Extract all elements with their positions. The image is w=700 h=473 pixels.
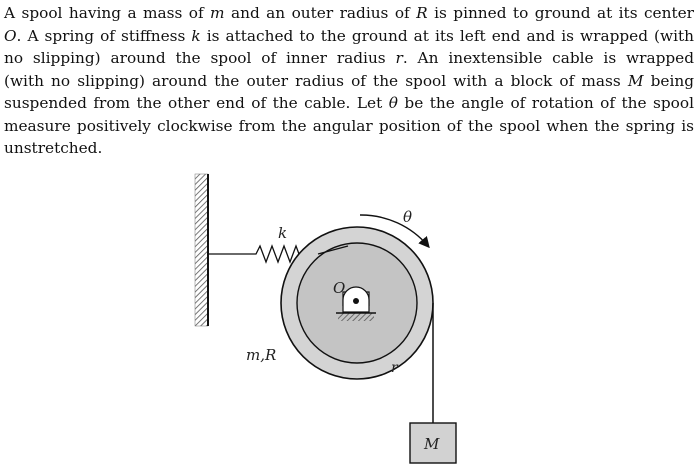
ground-wall-hatch [194, 173, 209, 327]
text-run: (with no slipping) around the outer radi… [4, 71, 628, 90]
text-run: being [643, 71, 694, 90]
text-run: unstretched. [4, 139, 103, 157]
text-run: . An inextensible cable is wrapped [402, 49, 694, 67]
problem-line: suspended from the other end of the cabl… [4, 92, 694, 115]
pin-support-top [342, 286, 370, 306]
text-run: suspended from the other end of the cabl… [4, 94, 389, 112]
label-k: k [278, 224, 287, 242]
pin-center [353, 298, 359, 304]
label-M: M [423, 435, 440, 453]
text-run: measure positively clockwise from the an… [4, 116, 694, 135]
theta-arrow [359, 214, 430, 249]
problem-line: (with no slipping) around the outer radi… [4, 70, 694, 93]
label-r: r [391, 360, 399, 376]
problem-line: no slipping) around the spool of inner r… [4, 47, 694, 70]
text-run: is pinned to ground at its center [427, 4, 694, 22]
math-symbol: m [210, 4, 225, 22]
problem-line: measure positively clockwise from the an… [4, 115, 694, 138]
problem-line: unstretched. [4, 137, 694, 160]
block-M [409, 422, 457, 464]
problem-line: O. A spring of stiffness k is attached t… [4, 25, 694, 48]
problem-line: A spool having a mass of m and an outer … [4, 2, 694, 25]
label-theta: θ [403, 208, 412, 226]
text-run: A spool having a mass of [4, 4, 211, 22]
math-symbol: R [416, 4, 428, 22]
math-symbol: M [627, 71, 644, 90]
spring-wrap-line [317, 245, 349, 255]
text-run: and an outer radius of [224, 4, 417, 22]
math-symbol: O [4, 26, 17, 45]
math-symbol: k [191, 26, 201, 45]
text-run: is attached to the ground at its left en… [200, 26, 694, 45]
text-run: no slipping) around the spool of inner r… [4, 49, 396, 67]
pin-ground-hatch [338, 313, 374, 321]
label-mR: m,R [246, 346, 276, 364]
math-symbol: r [395, 49, 403, 67]
label-O: O [333, 279, 345, 297]
math-symbol: θ [388, 94, 398, 112]
text-run: . A spring of stiffness [16, 26, 192, 45]
text-run: be the angle of rotation of the spool [397, 94, 694, 112]
problem-statement: A spool having a mass of m and an outer … [4, 2, 694, 160]
